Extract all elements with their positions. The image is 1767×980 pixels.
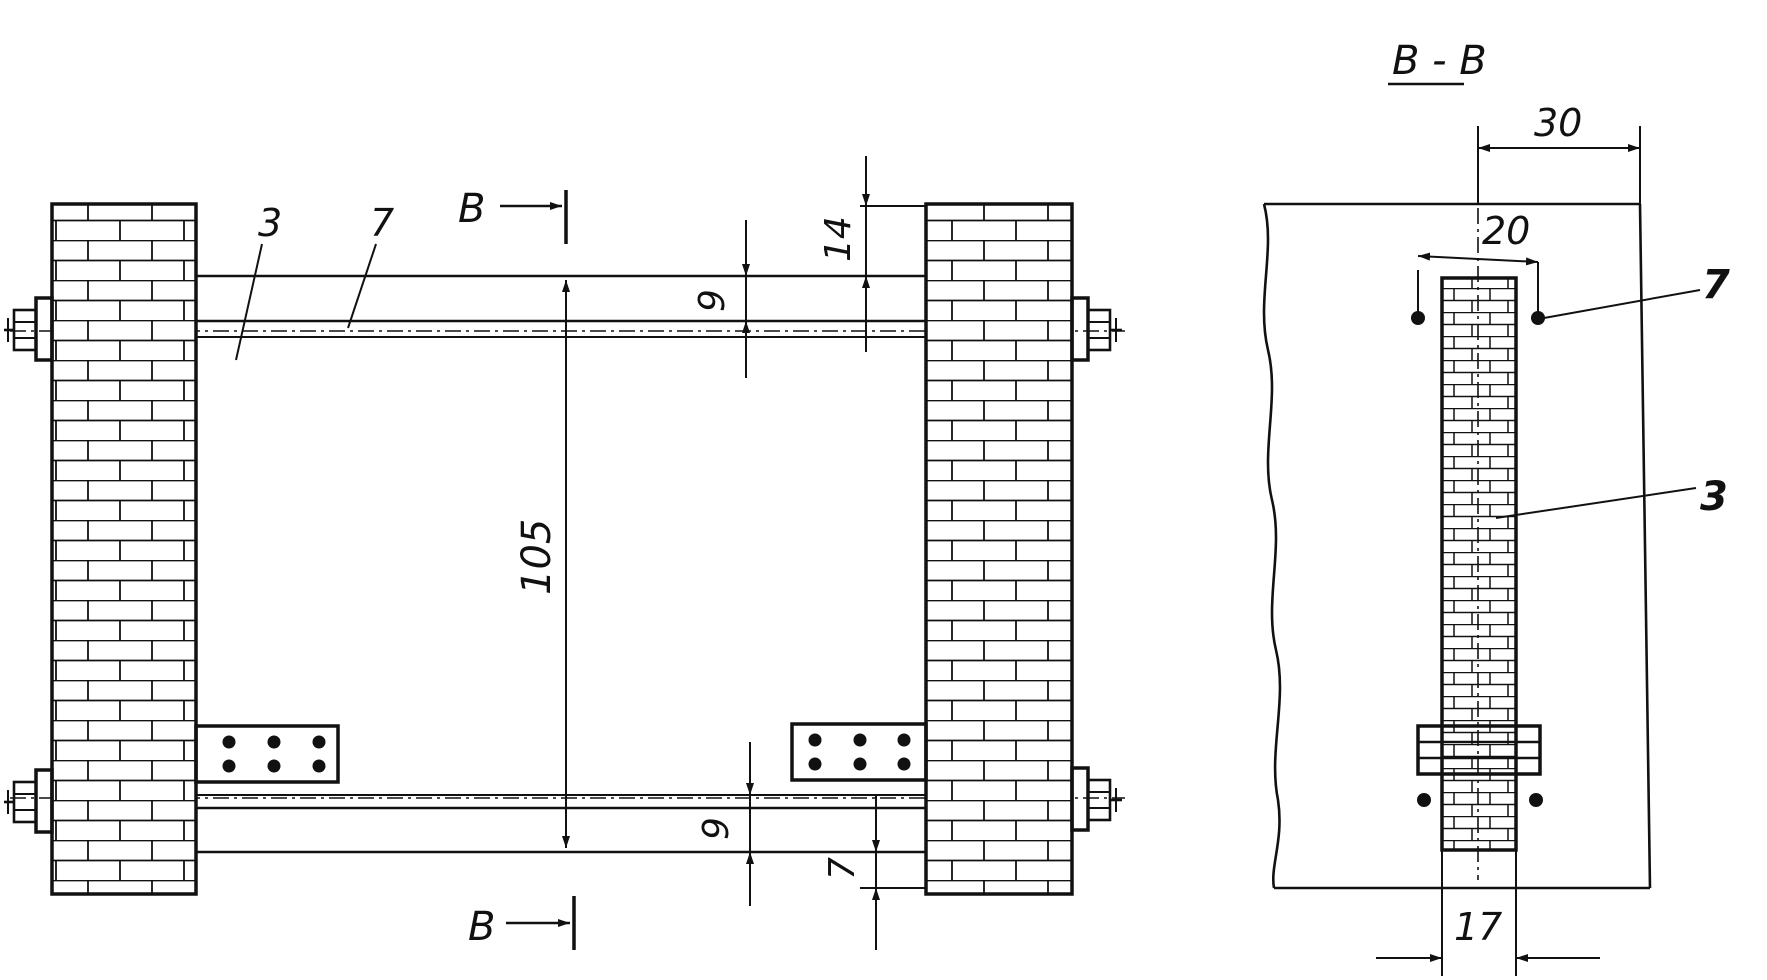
dim-label-17: 17 [1454,905,1502,949]
section-mark-label-top: B [458,186,485,232]
dim-label-30: 30 [1534,101,1582,145]
bolt-nut-bottom-left [4,768,54,834]
callout-rod-front: 7 [347,201,394,329]
dimension-bottom-rod: 9 [696,742,754,906]
bolt-nut-bottom-right [1070,766,1122,832]
dimension-gap-height: 105 [514,280,570,848]
dimension-bottom-offset: 7 [822,796,926,950]
section-brick-strip [1440,150,1518,880]
section-rod-dot [1529,793,1543,807]
bolt-nut-top-right [1070,296,1122,362]
front-view: B B 3 7 105 14 [4,156,1125,950]
callout-label-wall: 3 [258,201,282,245]
section-callout-label-wall: 3 [1700,474,1728,520]
dim-label-20: 20 [1482,209,1530,253]
dimension-overall: 30 [1477,101,1641,204]
dim-label-105: 105 [514,519,560,595]
connector-plate-left [194,724,340,784]
bolt-nut-top-left [4,296,54,362]
dim-label-14: 14 [818,216,859,262]
dim-label-9-top: 9 [692,289,733,312]
dimension-top-offset: 14 [818,156,926,352]
section-mark-label-bottom: B [468,904,495,950]
right-brick-wall [924,202,1074,896]
section-mark-bottom: B [468,896,576,950]
dim-label-9-bottom: 9 [696,817,737,840]
section-mark-top: B [458,186,568,244]
connector-plate-right [790,722,928,782]
section-clamp-plate [1416,724,1542,776]
section-view: B - B 7 3 [1262,38,1730,976]
section-rod-dot [1417,793,1431,807]
dimension-inner: 20 [1417,209,1539,266]
callout-wall-section: 3 [1495,474,1728,520]
dimension-thickness: 17 [1376,850,1600,976]
callout-label-rod: 7 [370,201,394,245]
dim-label-7: 7 [822,857,863,880]
section-title: B - B [1392,38,1487,84]
dimension-top-rod: 9 [692,220,750,378]
callout-wall-front: 3 [235,201,282,361]
section-callout-label-rod: 7 [1702,262,1730,308]
left-brick-wall [50,202,198,896]
callout-rod-section: 7 [1543,262,1730,319]
